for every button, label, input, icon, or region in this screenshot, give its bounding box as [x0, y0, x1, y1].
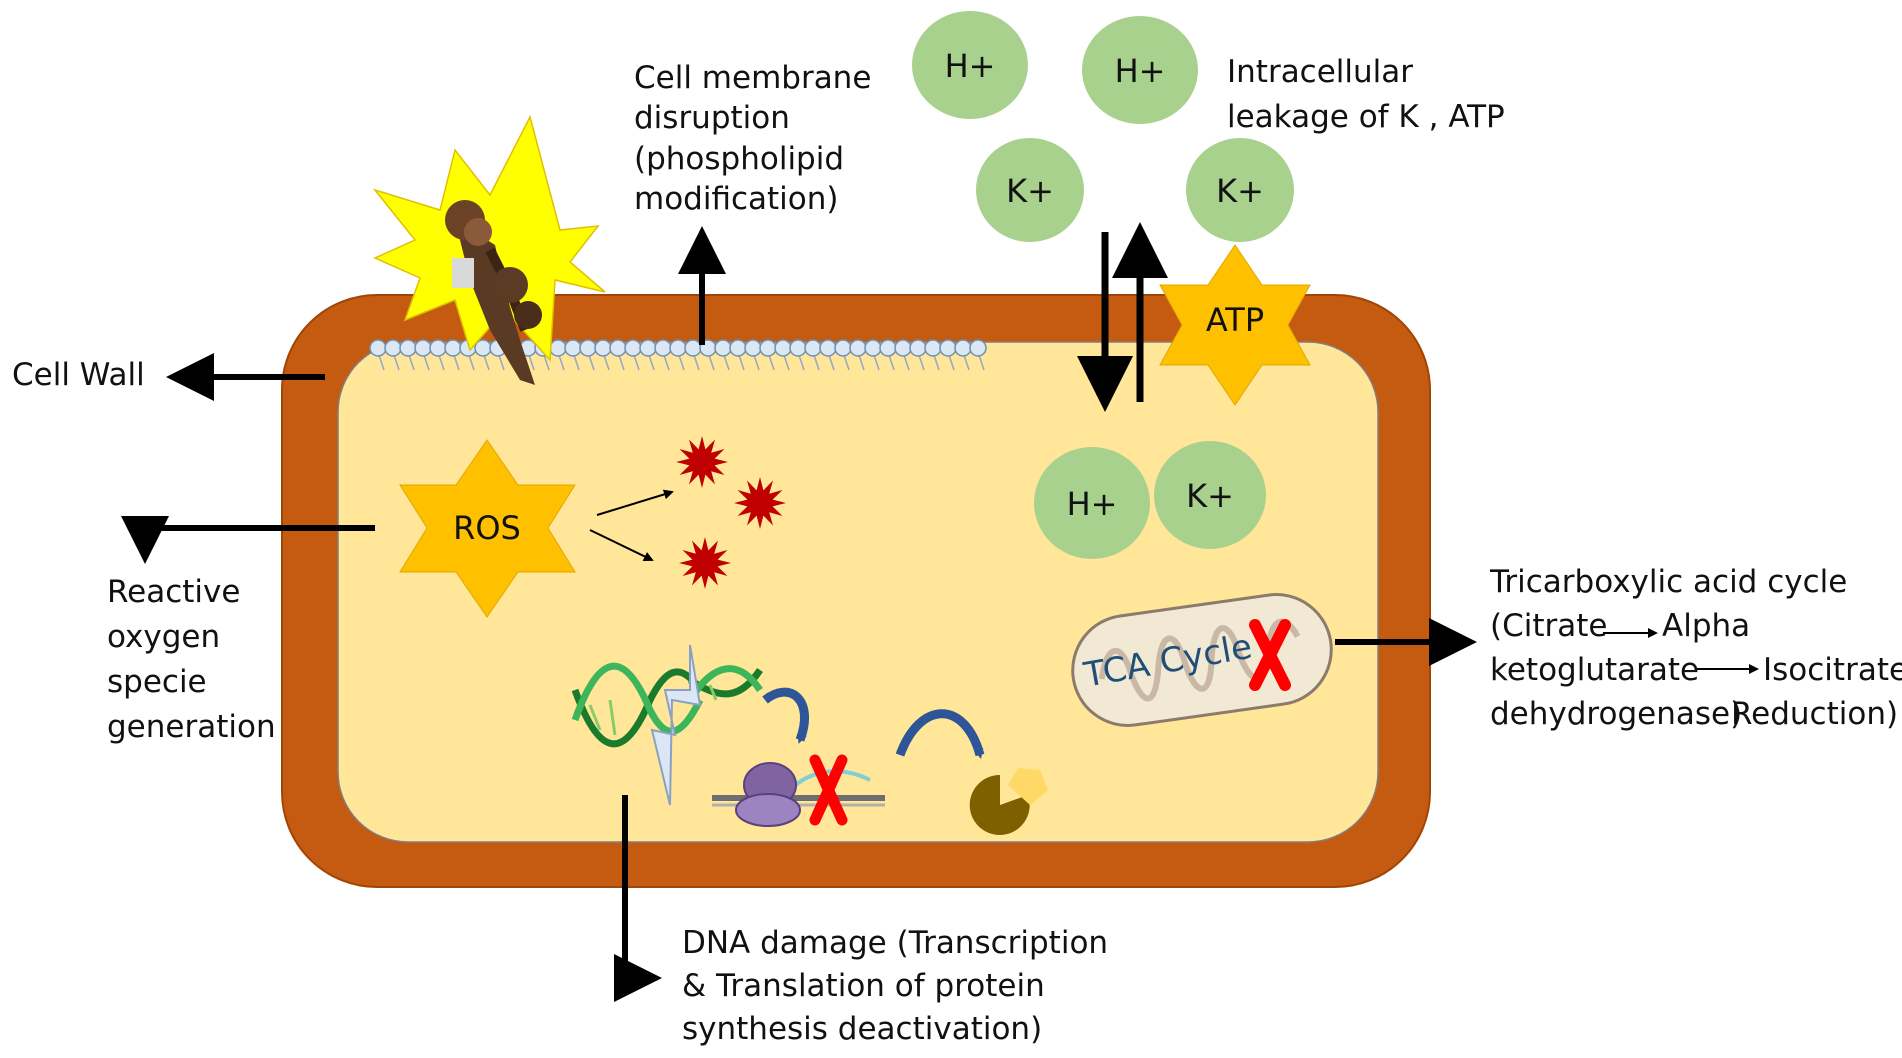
ion-k-inside: K+	[1154, 441, 1266, 549]
leakage-line-1: Intracellular	[1227, 54, 1414, 90]
dna-label: DNA damage (Transcription & Translation …	[682, 922, 1108, 1050]
ros-radical-burst-icon	[734, 477, 786, 529]
tca-blocked-x-icon	[1249, 619, 1291, 691]
lipid-head	[789, 339, 807, 357]
tca-line-2a: (Citrate	[1490, 608, 1608, 644]
dna-arrow	[614, 795, 662, 1002]
lipid-head	[939, 339, 957, 357]
tca-line-2b: Alpha	[1662, 608, 1751, 644]
ion-k-outside-1: K+	[976, 138, 1084, 242]
lipid-head	[864, 339, 882, 357]
lipid-head	[879, 339, 897, 357]
tca-line-3b: Isocitrate	[1763, 652, 1902, 688]
lipid-head	[969, 339, 987, 357]
lipid-head	[924, 339, 942, 357]
translation-blocked-x-icon	[809, 754, 848, 826]
lipid-head	[429, 339, 447, 357]
lipid-head	[594, 339, 612, 357]
lipid-head	[804, 339, 822, 357]
lipid-head	[774, 339, 792, 357]
ros-line-1: Reactive	[107, 574, 241, 610]
lipid-head	[564, 339, 582, 357]
dna-helix-icon	[571, 644, 763, 806]
lipid-head	[414, 339, 432, 357]
ros-line-2: oxygen	[107, 618, 221, 655]
lipid-head	[849, 339, 867, 357]
atp-star: ATP	[1159, 244, 1311, 406]
ribosome-icon	[712, 762, 885, 827]
ros-star: ROS	[399, 439, 576, 618]
lipid-head	[444, 339, 462, 357]
lipid-head	[579, 339, 597, 357]
clove-icon	[445, 200, 542, 385]
membrane-label: Cell membrane disruption (phospholipid m…	[634, 58, 871, 219]
dna-line-3: synthesis deactivation)	[682, 1010, 1043, 1047]
svg-text:ROS: ROS	[453, 509, 521, 547]
ros-radicals	[676, 436, 786, 589]
lipid-head	[909, 339, 927, 357]
phospholipid-membrane	[369, 339, 987, 371]
curved-arrow-2-icon	[895, 709, 985, 759]
lipid-head	[819, 339, 837, 357]
ros-radical-burst-icon	[676, 436, 728, 488]
lipid-head	[624, 339, 642, 357]
tca-line-4a: dehydrogenase)	[1490, 696, 1743, 732]
lipid-head	[609, 339, 627, 357]
membrane-line-3: (phospholipid	[634, 140, 845, 177]
leakage-label: Intracellular leakage of K , ATP	[1227, 50, 1505, 140]
ion-h-inside: H+	[1034, 447, 1150, 559]
lipid-head	[714, 339, 732, 357]
ros-line-4: generation	[107, 708, 276, 745]
lipid-head	[744, 339, 762, 357]
lipid-head	[549, 339, 567, 357]
lipid-head	[639, 339, 657, 357]
svg-text:K+: K+	[1006, 172, 1054, 210]
dna-line-2: & Translation of protein	[682, 967, 1045, 1004]
svg-text:H+: H+	[1115, 52, 1166, 90]
ros-burst-arrow-1	[596, 489, 674, 516]
membrane-line-2: disruption	[634, 100, 790, 137]
svg-text:H+: H+	[945, 47, 996, 85]
lipid-head	[654, 339, 672, 357]
lipid-head	[729, 339, 747, 357]
tca-line-4b: Reduction)	[1731, 696, 1899, 732]
ros-burst-arrow-2	[589, 529, 654, 562]
svg-text:H+: H+	[1067, 485, 1118, 523]
cell-wall-label: Cell Wall	[12, 357, 145, 393]
lipid-head	[834, 339, 852, 357]
lipid-head	[669, 339, 687, 357]
ros-arrow	[121, 516, 375, 564]
lipid-head	[954, 339, 972, 357]
ion-h-outside-1: H+	[912, 11, 1028, 119]
lipid-head	[384, 339, 402, 357]
curved-arrow-1-icon	[762, 687, 809, 744]
lipid-head	[399, 339, 417, 357]
membrane-line-1: Cell membrane	[634, 60, 872, 96]
ros-radical-burst-icon	[679, 537, 731, 589]
svg-text:K+: K+	[1186, 477, 1234, 515]
lipid-head	[894, 339, 912, 357]
membrane-line-4: modification)	[634, 180, 839, 217]
lipid-head	[369, 339, 387, 357]
svg-text:ATP: ATP	[1206, 301, 1264, 339]
ros-label: Reactive oxygen specie generation	[107, 570, 276, 750]
ion-h-outside-2: H+	[1082, 16, 1198, 124]
lipid-head	[759, 339, 777, 357]
tca-line-1: Tricarboxylic acid cycle	[1490, 564, 1848, 600]
svg-text:K+: K+	[1216, 172, 1264, 210]
ros-line-3: specie	[107, 663, 207, 700]
tca-line-3a: ketoglutarate	[1490, 652, 1700, 688]
leakage-line-2: leakage of K , ATP	[1227, 98, 1505, 135]
protein-icon	[969, 768, 1048, 835]
dna-line-1: DNA damage (Transcription	[682, 925, 1109, 961]
lipid-head	[684, 339, 702, 357]
ion-k-outside-2: K+	[1186, 138, 1294, 242]
